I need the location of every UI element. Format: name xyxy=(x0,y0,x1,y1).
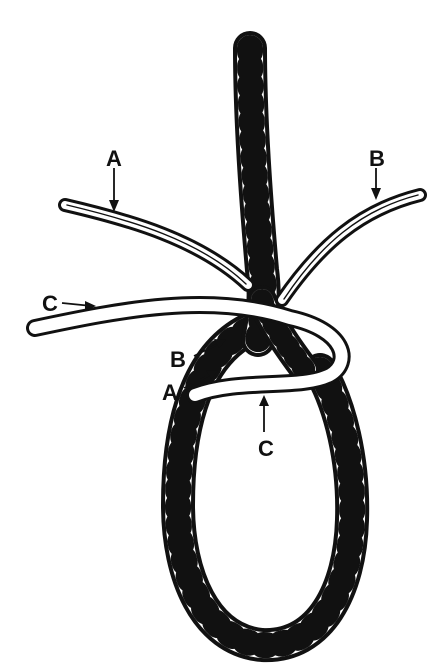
label-c-bottom: C xyxy=(258,436,274,461)
arrow-b-mid xyxy=(193,339,226,357)
arrow-c-left xyxy=(61,301,96,311)
label-a-mid: A xyxy=(162,380,178,405)
eye-loop xyxy=(161,313,370,663)
label-b-top: B xyxy=(369,146,385,171)
label-c-left: C xyxy=(42,291,58,316)
arrow-a-top xyxy=(109,168,119,212)
arrow-c-bottom xyxy=(259,395,269,432)
label-b-mid: B xyxy=(170,347,186,372)
strand-a xyxy=(58,198,255,292)
strand-c xyxy=(26,295,351,404)
label-a-top: A xyxy=(106,146,122,171)
strand-b xyxy=(275,188,427,307)
arrow-a-mid xyxy=(183,370,218,389)
arrow-b-top xyxy=(371,168,381,200)
